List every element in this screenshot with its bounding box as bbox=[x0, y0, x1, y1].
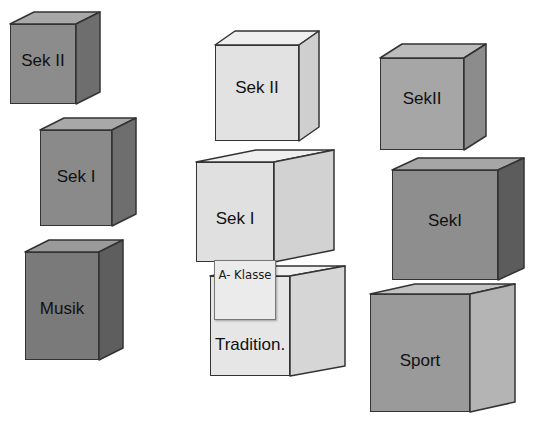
face-label: Musik bbox=[40, 299, 84, 319]
cube-face: Sek I bbox=[196, 162, 274, 262]
cube-face: Sek II bbox=[215, 45, 299, 141]
note-text: A- Klasse bbox=[218, 269, 271, 282]
cube-face: Sek II bbox=[10, 24, 76, 104]
face-label: Sek II bbox=[21, 51, 64, 71]
face-label: Sport bbox=[400, 351, 441, 371]
cube-face: Sek I bbox=[40, 130, 112, 226]
face-label: Sek II bbox=[235, 78, 278, 98]
cube-face: Sport bbox=[370, 294, 470, 412]
face-label: Tradition. bbox=[215, 335, 285, 355]
sticky-note: A- Klasse bbox=[214, 260, 276, 320]
face-label: Sek I bbox=[216, 209, 255, 229]
cube-face: Musik bbox=[25, 252, 99, 360]
cube-face: SekII bbox=[380, 58, 464, 150]
face-label: SekII bbox=[403, 89, 442, 109]
cube-face: SekI bbox=[392, 170, 498, 280]
face-label: Sek I bbox=[57, 167, 96, 187]
face-label: SekI bbox=[428, 211, 462, 231]
